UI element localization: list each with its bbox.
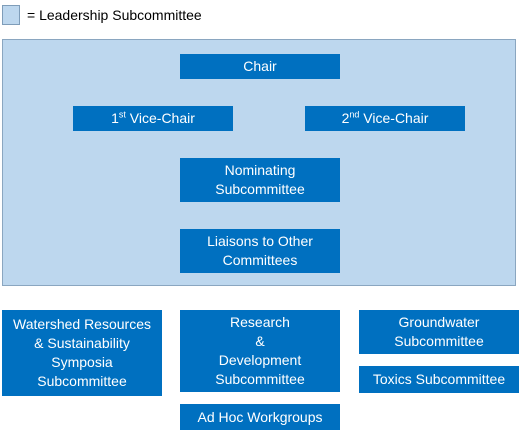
vice-chair-1-node: 1st Vice-Chair: [73, 106, 233, 131]
legend-label: = Leadership Subcommittee: [27, 7, 202, 23]
watershed-label-line-1: Watershed Resources: [13, 316, 151, 332]
watershed-label-line-2: & Sustainability: [34, 335, 130, 351]
ad-hoc-workgroups-node: Ad Hoc Workgroups: [180, 404, 340, 430]
research-label-line-1: Research: [230, 314, 290, 330]
chair-node: Chair: [180, 54, 340, 79]
vice-chair-2-node: 2nd Vice-Chair: [305, 106, 465, 131]
vice-chair-1-label: 1st Vice-Chair: [111, 109, 195, 126]
nominating-label-line-1: Nominating: [224, 162, 296, 178]
watershed-label-line-3: Symposia: [51, 354, 113, 370]
liaisons-label-line-2: Committees: [222, 252, 298, 268]
vice-chair-2-label: 2nd Vice-Chair: [341, 109, 429, 126]
liaisons-label-line-1: Liaisons to Other: [207, 233, 313, 249]
nominating-subcommittee-node: Nominating Subcommittee: [180, 158, 340, 202]
legend-swatch: [2, 5, 20, 25]
research-development-subcommittee-node: Research & Development Subcommittee: [180, 310, 340, 392]
groundwater-label-line-2: Subcommittee: [394, 333, 484, 349]
chair-label: Chair: [243, 58, 277, 74]
research-label-line-2: &: [255, 333, 265, 349]
ad-hoc-label: Ad Hoc Workgroups: [197, 408, 323, 425]
watershed-label-line-4: Subcommittee: [37, 373, 127, 389]
toxics-label: Toxics Subcommittee: [372, 371, 506, 387]
toxics-subcommittee-node: Toxics Subcommittee: [359, 366, 519, 393]
liaisons-node: Liaisons to Other Committees: [180, 229, 340, 273]
groundwater-subcommittee-node: Groundwater Subcommittee: [359, 310, 519, 354]
research-label-line-4: Subcommittee: [215, 371, 305, 387]
nominating-label-line-2: Subcommittee: [215, 181, 305, 197]
watershed-subcommittee-node: Watershed Resources & Sustainability Sym…: [2, 310, 162, 396]
research-label-line-3: Development: [218, 352, 302, 368]
groundwater-label-line-1: Groundwater: [398, 314, 480, 330]
